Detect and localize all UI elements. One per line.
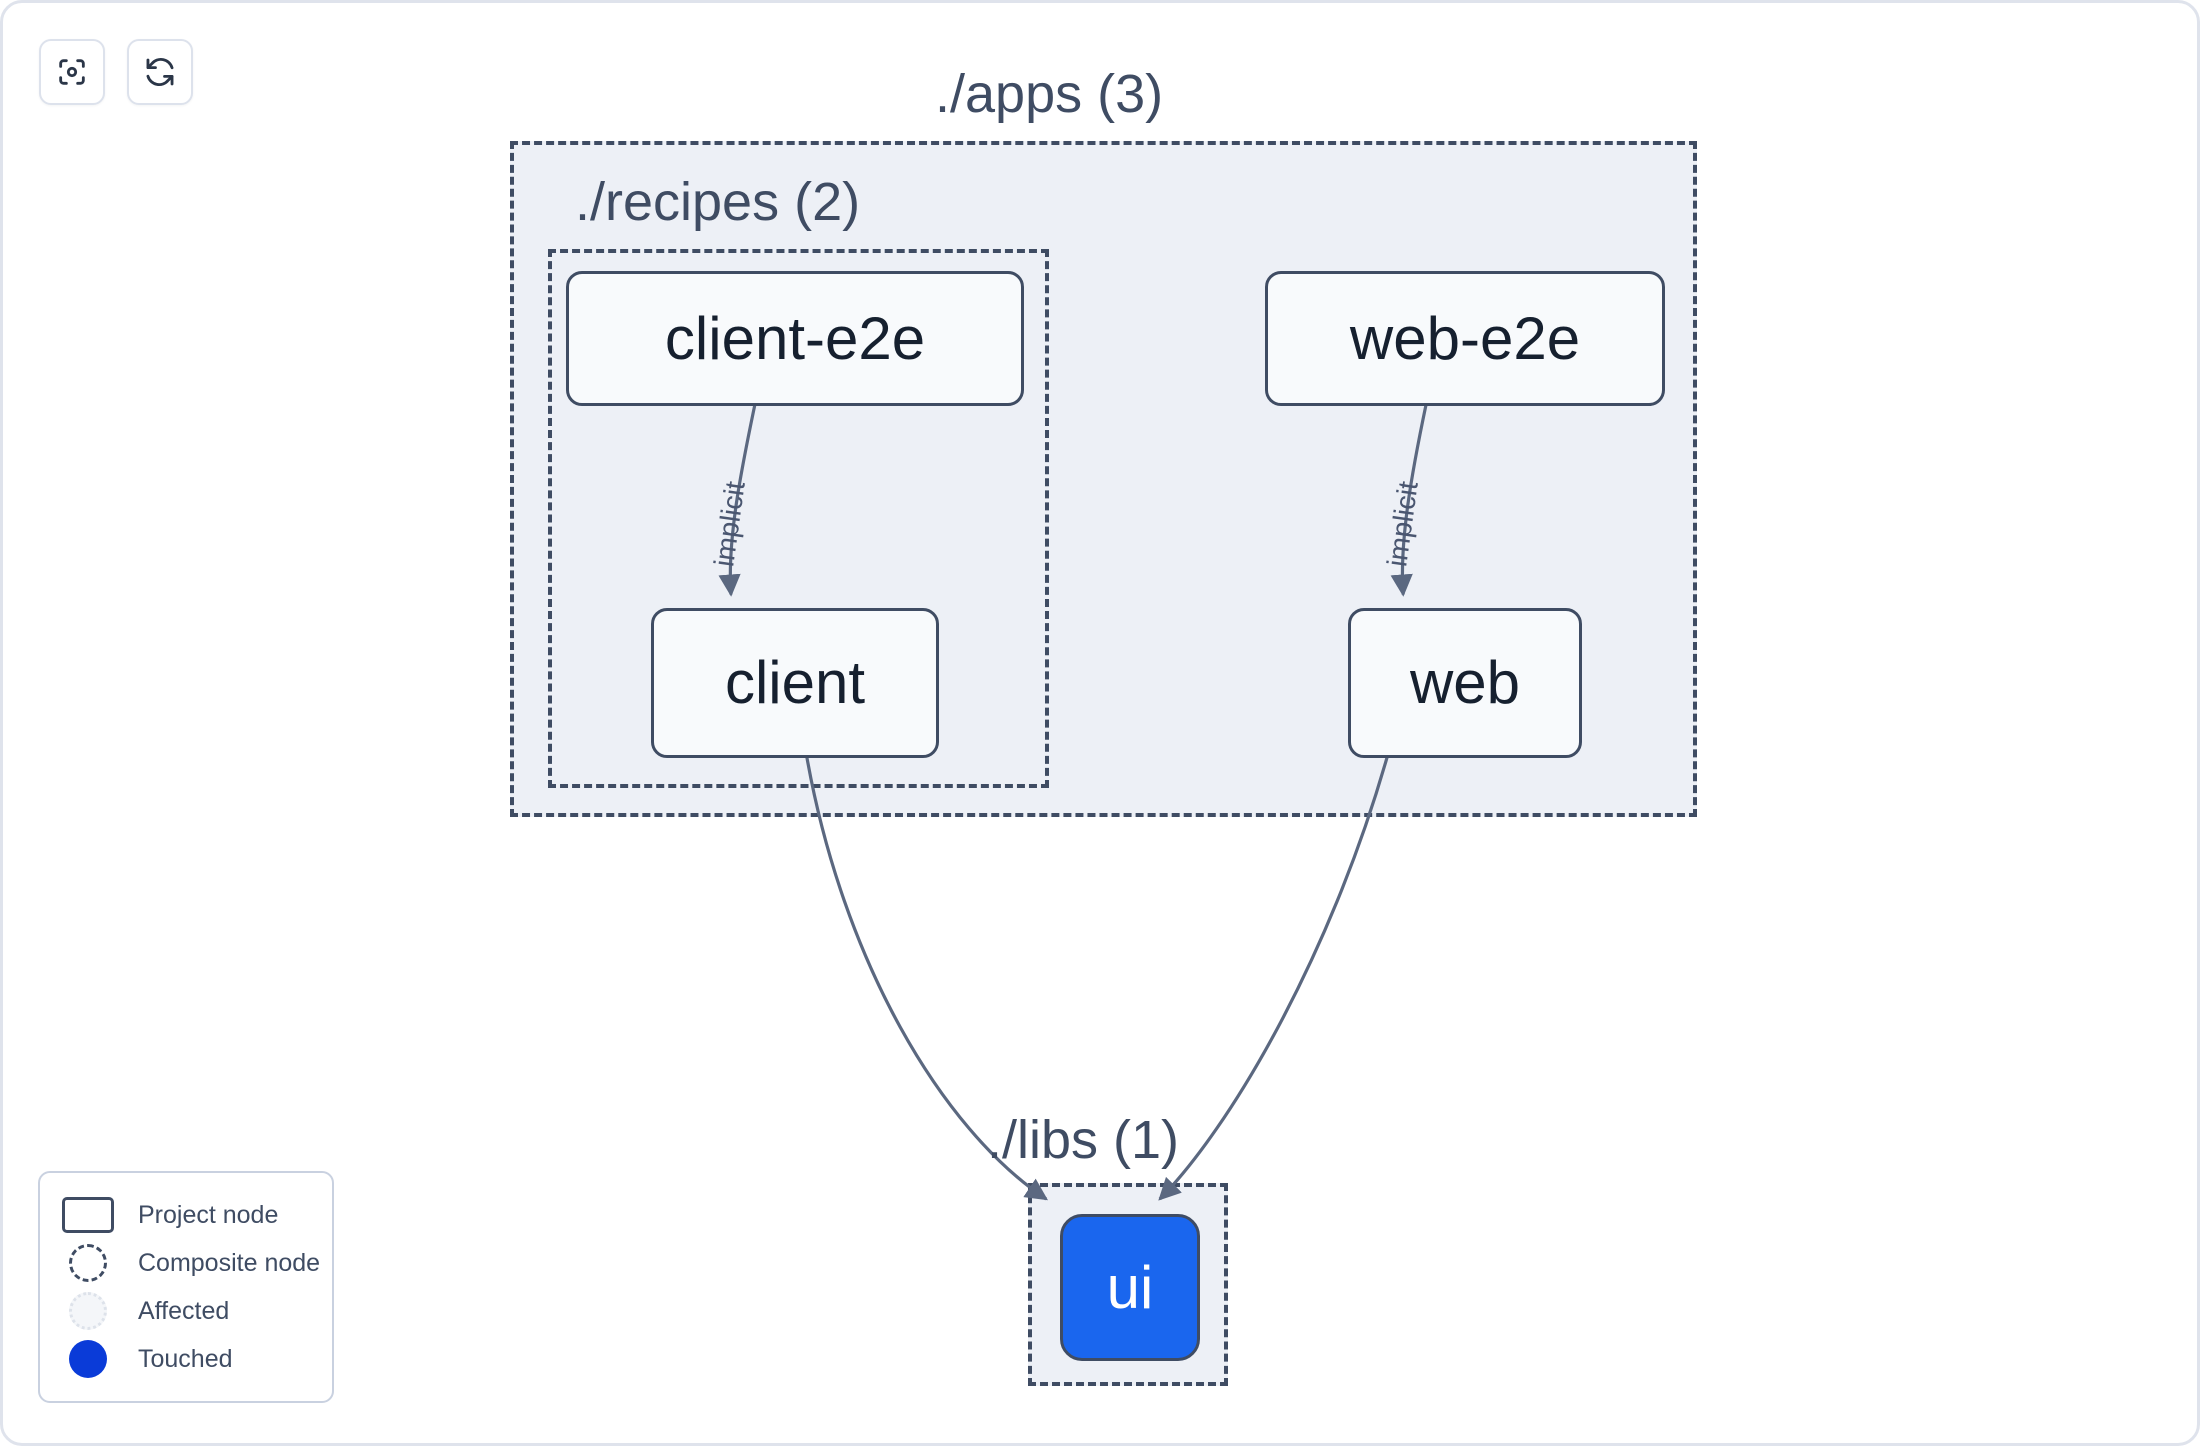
project-node-label: web [1409,649,1521,716]
project-node-client-e2e[interactable]: client-e2e [566,271,1024,406]
project-node-label: client-e2e [664,304,926,372]
legend-label: Project node [138,1200,279,1229]
composite-label-recipes: ./recipes (2) [575,172,861,232]
project-node-web[interactable]: web [1348,608,1582,758]
focus-graph-button[interactable] [39,39,105,105]
touched-swatch-icon [62,1340,116,1378]
focus-scan-icon [55,55,89,89]
edge-web-to-ui [1158,756,1389,1201]
refresh-graph-button[interactable] [127,39,193,105]
legend-label: Touched [138,1344,233,1373]
refresh-sync-icon [143,55,177,89]
project-node-web-e2e[interactable]: web-e2e [1265,271,1665,406]
legend-label: Composite node [138,1248,321,1277]
graph-toolbar [39,39,193,105]
legend-item-touched: Touched [62,1335,312,1383]
composite-label-apps: ./apps (3) [935,64,1164,124]
graph-canvas[interactable]: ./apps (3) ./recipes (2) ./libs (1) impl… [3,3,2197,1443]
legend-label: Affected [138,1296,230,1325]
project-node-swatch-icon [62,1197,116,1233]
legend-item-composite-node: Composite node [62,1239,320,1287]
project-node-label: web-e2e [1349,304,1581,372]
composite-node-swatch-icon [62,1244,116,1282]
graph-legend: Project node Composite node Affected Tou… [38,1171,334,1403]
affected-swatch-icon [62,1292,116,1330]
project-node-label: client [724,649,866,716]
project-node-label: ui [1106,1253,1154,1321]
legend-item-affected: Affected [62,1287,312,1335]
composite-label-libs: ./libs (1) [987,1110,1180,1170]
legend-item-project-node: Project node [62,1191,312,1239]
project-node-client[interactable]: client [651,608,939,758]
project-node-ui[interactable]: ui [1060,1214,1200,1361]
